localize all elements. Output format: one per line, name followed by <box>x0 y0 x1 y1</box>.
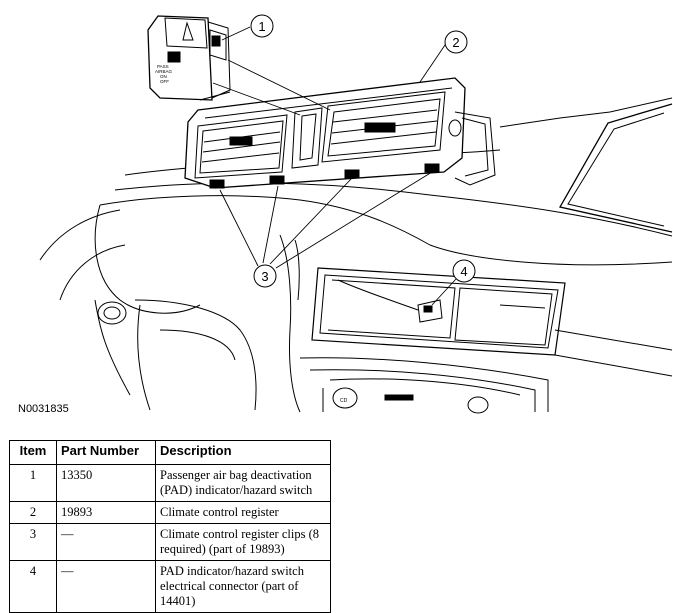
row-item: 4 <box>9 560 57 613</box>
row-description: PAD indicator/hazard switch electrical c… <box>155 560 331 613</box>
row-part-number: 13350 <box>56 464 156 502</box>
table-row: 3 — Climate control register clips (8 re… <box>9 523 331 561</box>
row-description: Passenger air bag deactivation (PAD) ind… <box>155 464 331 502</box>
row-part-number: — <box>56 523 156 561</box>
callout-label-3: 3 <box>261 269 268 284</box>
pad-hazard-switch: PASS AIRBAG ON OFF <box>147 15 231 101</box>
parts-legend-table: Item Part Number Description 1 13350 Pas… <box>9 440 331 613</box>
row-part-number: — <box>56 560 156 613</box>
callout-1: 1 <box>250 14 274 38</box>
row-part-number: 19893 <box>56 501 156 524</box>
svg-text:ON: ON <box>160 74 167 79</box>
row-description: Climate control register <box>155 501 331 524</box>
register-opening <box>311 267 566 356</box>
callout-label-1: 1 <box>258 19 265 34</box>
figure-id: N0031835 <box>18 403 69 415</box>
header-part-number: Part Number <box>56 440 156 465</box>
callout-3: 3 <box>253 264 277 288</box>
svg-text:PASS: PASS <box>157 64 169 69</box>
svg-text:CD: CD <box>340 398 348 404</box>
climate-control-register <box>184 77 496 189</box>
exploded-view-illustration: CD PASS AIRBAG ON OFF <box>39 14 673 414</box>
callout-2: 2 <box>444 30 468 54</box>
header-description: Description <box>155 440 331 465</box>
svg-text:AIRBAG: AIRBAG <box>155 69 173 74</box>
leader-lines <box>219 26 457 306</box>
pad-connector <box>337 279 443 323</box>
row-item: 2 <box>9 501 57 524</box>
row-item: 1 <box>9 464 57 502</box>
header-item: Item <box>9 440 57 465</box>
table-row: 2 19893 Climate control register <box>9 501 331 524</box>
row-description: Climate control register clips (8 requir… <box>155 523 331 561</box>
callout-label-4: 4 <box>460 264 467 279</box>
legend-header-row: Item Part Number Description <box>9 440 331 465</box>
row-item: 3 <box>9 523 57 561</box>
radio-unit: CD <box>332 387 489 414</box>
assembly-lines <box>212 59 331 116</box>
table-row: 1 13350 Passenger air bag deactivation (… <box>9 464 331 502</box>
table-row: 4 — PAD indicator/hazard switch electric… <box>9 560 331 613</box>
windshield-outline <box>499 97 673 233</box>
callout-4: 4 <box>452 259 476 283</box>
callout-label-2: 2 <box>452 35 459 50</box>
svg-text:OFF: OFF <box>160 79 169 84</box>
knob <box>97 301 127 325</box>
